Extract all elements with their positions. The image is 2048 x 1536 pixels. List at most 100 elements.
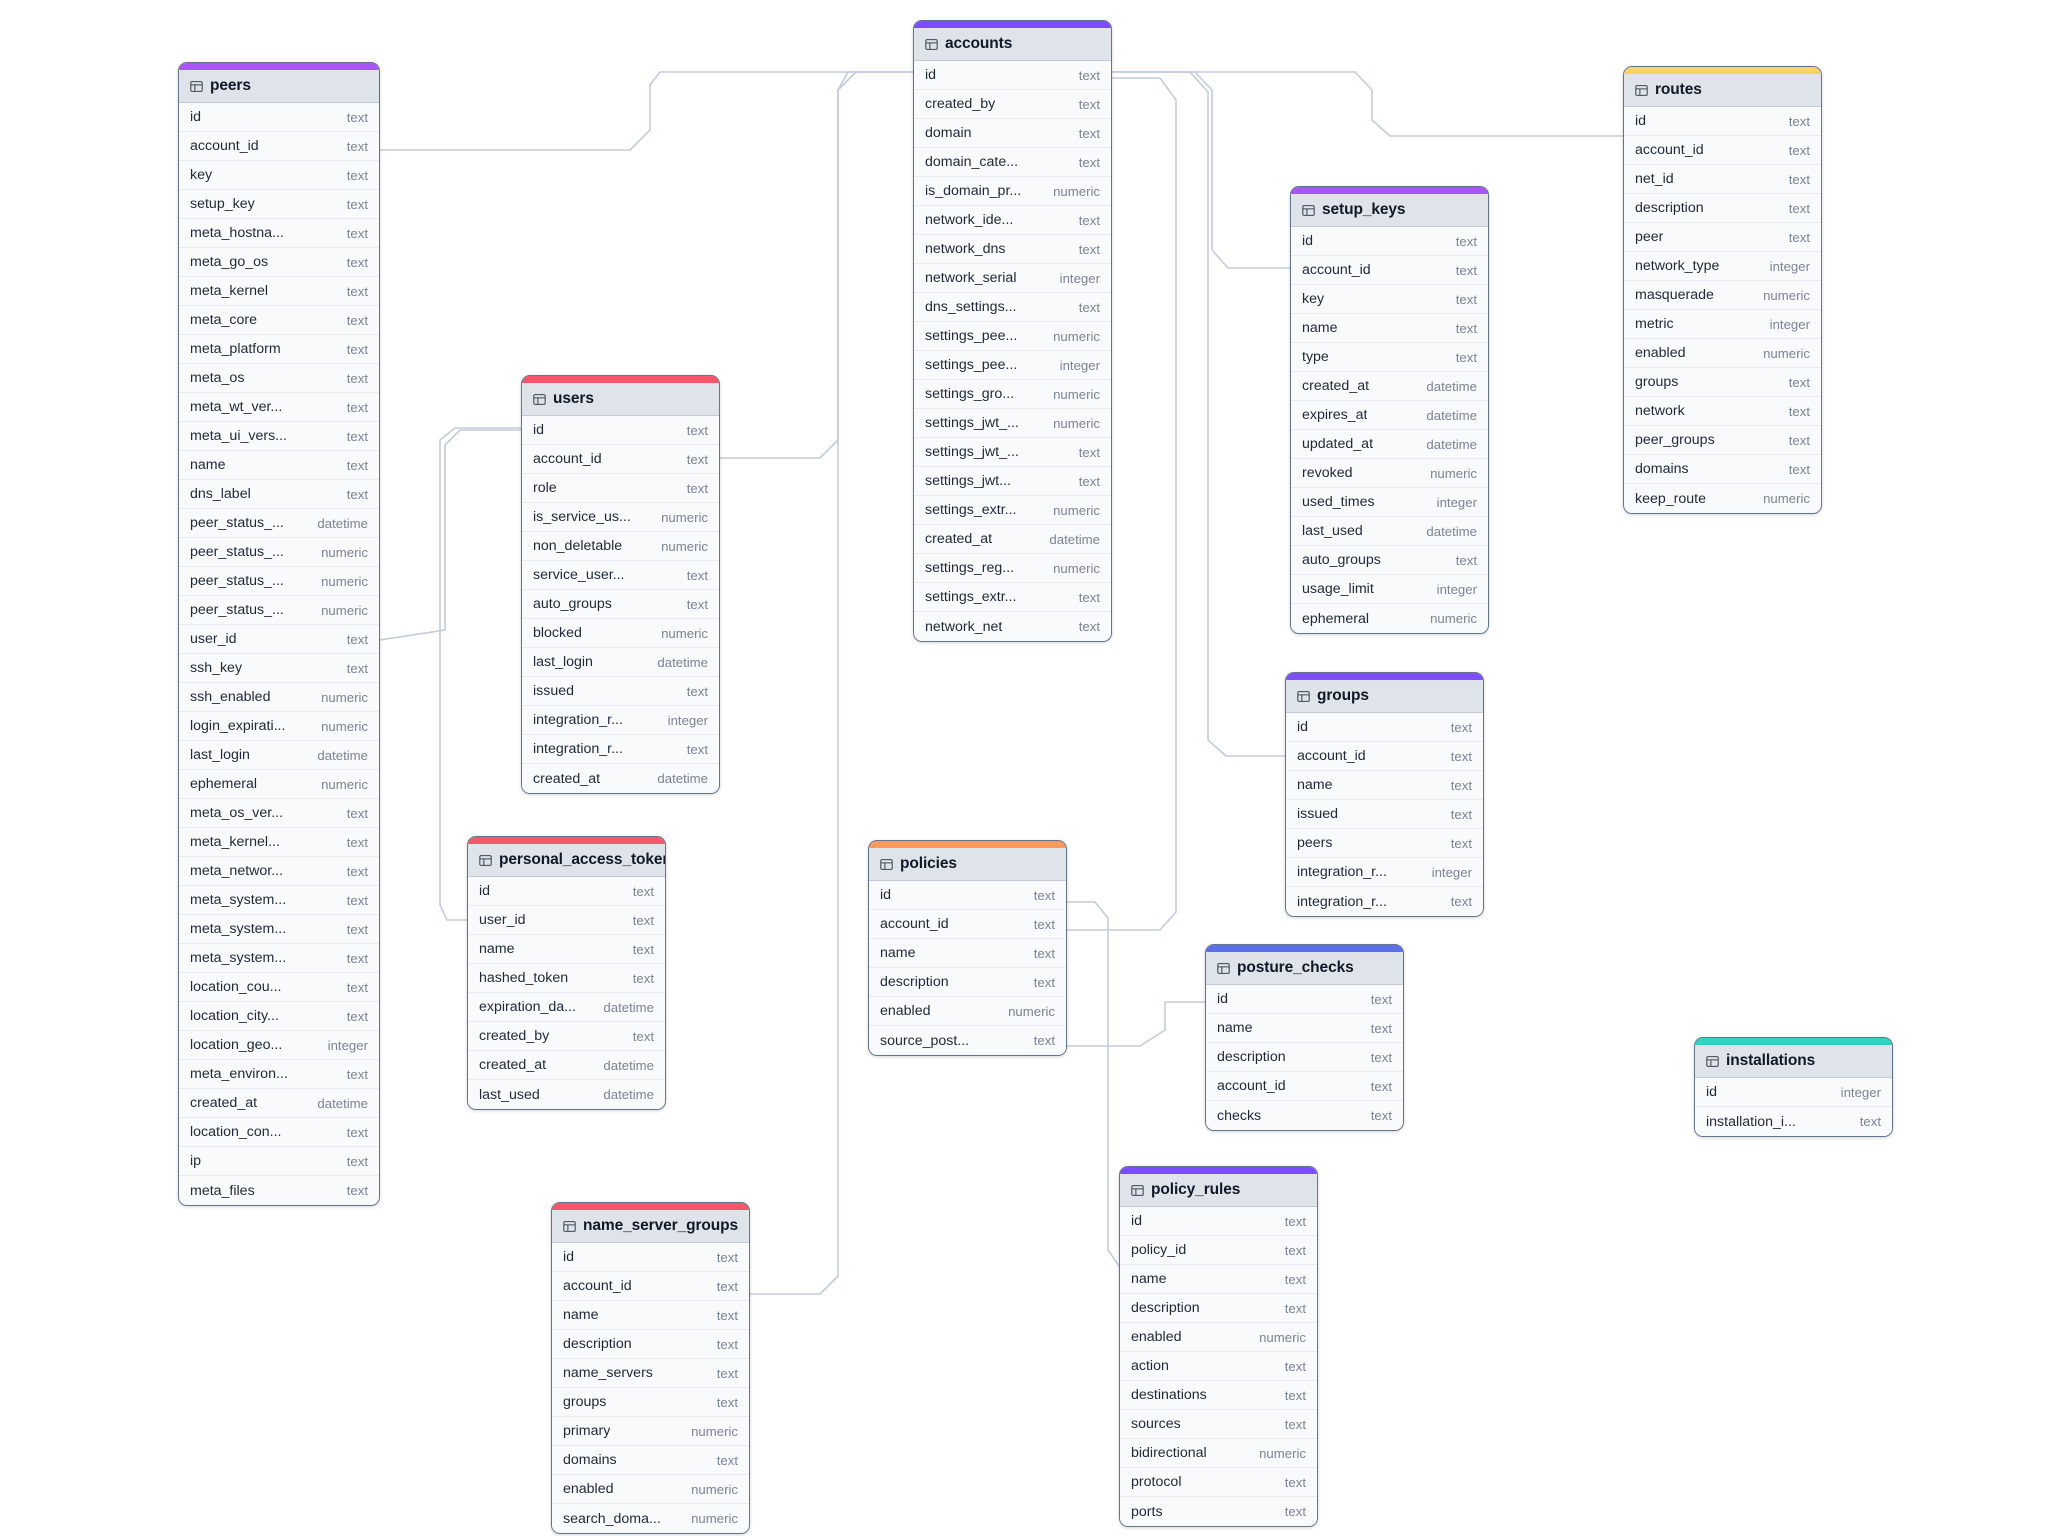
table-row[interactable]: meta_os_ver...text — [179, 799, 379, 828]
table-header[interactable]: setup_keys — [1291, 194, 1488, 227]
table-row[interactable]: meta_system...text — [179, 886, 379, 915]
table-row[interactable]: settings_jwt_...numeric — [914, 409, 1111, 438]
table-header[interactable]: personal_access_tokens — [468, 844, 665, 877]
table-row[interactable]: peer_status_...datetime — [179, 509, 379, 538]
table-header[interactable]: posture_checks — [1206, 952, 1403, 985]
table-row[interactable]: settings_gro...numeric — [914, 380, 1111, 409]
table-row[interactable]: meta_networ...text — [179, 857, 379, 886]
table-header[interactable]: peers — [179, 70, 379, 103]
table-row[interactable]: peer_status_...numeric — [179, 567, 379, 596]
table-header[interactable]: name_server_groups — [552, 1210, 749, 1243]
table-row[interactable]: settings_jwt...text — [914, 467, 1111, 496]
table-row[interactable]: settings_pee...integer — [914, 351, 1111, 380]
table-row[interactable]: integration_r...text — [522, 735, 719, 764]
table-row[interactable]: meta_hostna...text — [179, 219, 379, 248]
table-row[interactable]: meta_system...text — [179, 915, 379, 944]
table-row[interactable]: peer_status_...numeric — [179, 538, 379, 567]
table-row[interactable]: is_service_us...numeric — [522, 503, 719, 532]
table-row[interactable]: search_doma...numeric — [552, 1504, 749, 1533]
table-row[interactable]: location_cou...text — [179, 973, 379, 1002]
table-row[interactable]: settings_reg...numeric — [914, 554, 1111, 583]
table-row[interactable]: meta_environ...text — [179, 1060, 379, 1089]
table-row[interactable]: meta_ui_vers...text — [179, 422, 379, 451]
table-header[interactable]: users — [522, 383, 719, 416]
table-row[interactable]: source_post...text — [869, 1026, 1066, 1055]
table-row[interactable]: location_city...text — [179, 1002, 379, 1031]
table-row[interactable]: location_con...text — [179, 1118, 379, 1147]
table-row[interactable]: expiration_da...datetime — [468, 993, 665, 1022]
table-row[interactable]: login_expirati...numeric — [179, 712, 379, 741]
table-row[interactable]: integration_r...text — [1286, 887, 1483, 916]
table-row[interactable]: meta_kernel...text — [179, 828, 379, 857]
table-row[interactable]: settings_pee...numeric — [914, 322, 1111, 351]
